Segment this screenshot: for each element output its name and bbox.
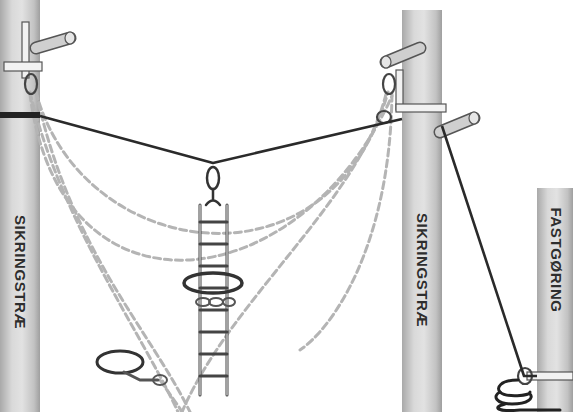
ladder-rung: [200, 287, 227, 290]
rope: [40, 116, 402, 163]
label-holder: SIKRINGSTRÆ: [413, 212, 431, 326]
ladder-rung: [200, 309, 227, 312]
ladder-rung: [200, 265, 227, 268]
label-holder: SIKRINGSTRÆ: [11, 214, 29, 328]
ladder-rung: [200, 375, 227, 378]
ladder-rung: [200, 353, 227, 356]
ladder-rung: [200, 243, 227, 246]
ladder-rung: [200, 331, 227, 334]
pole-label: SIKRINGSTRÆ: [415, 212, 430, 326]
pole-label: SIKRINGSTRÆ: [13, 214, 28, 328]
pole-label: FASTGØRING: [548, 207, 563, 312]
rope: [442, 126, 537, 376]
tree-pole: SIKRINGSTRÆ: [402, 10, 442, 412]
ladder-rung: [200, 221, 227, 224]
label-holder: FASTGØRING: [546, 207, 564, 312]
